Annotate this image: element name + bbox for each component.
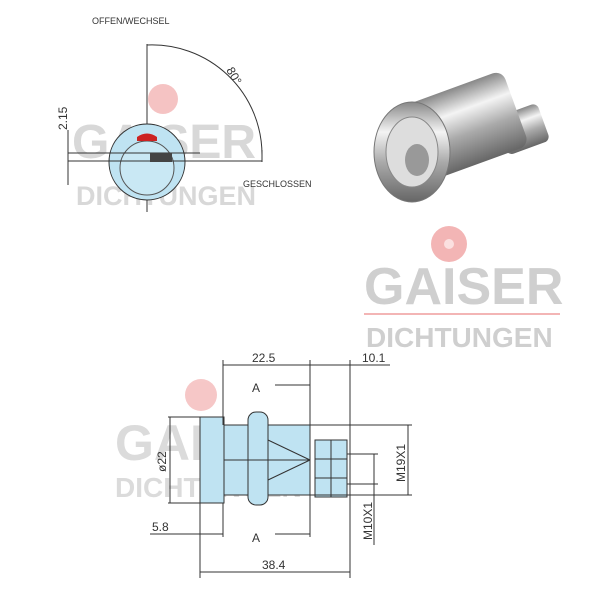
dim-5-8: 5.8 bbox=[152, 520, 169, 534]
offset-label: 2.15 bbox=[56, 106, 70, 130]
product-photo bbox=[373, 72, 549, 203]
thread-m19: M19X1 bbox=[394, 444, 408, 482]
position-indicator bbox=[137, 133, 157, 141]
watermark-center: GAISER DICHTUNGEN bbox=[364, 226, 563, 353]
section-a-bottom: A bbox=[252, 531, 260, 545]
closed-label: GESCHLOSSEN bbox=[243, 179, 312, 189]
thread-m10: M10X1 bbox=[361, 502, 375, 540]
dim-22-5: 22.5 bbox=[252, 351, 276, 365]
svg-text:DICHTUNGEN: DICHTUNGEN bbox=[366, 322, 553, 353]
dim-10-1: 10.1 bbox=[362, 351, 386, 365]
angle-label: 80° bbox=[223, 65, 244, 88]
open-label: OFFEN/WECHSEL bbox=[92, 16, 170, 26]
svg-text:GAISER: GAISER bbox=[364, 258, 563, 316]
diameter-label: ø22 bbox=[155, 451, 169, 472]
section-a-top: A bbox=[252, 381, 260, 395]
dim-38-4: 38.4 bbox=[262, 558, 286, 572]
front-view: OFFEN/WECHSEL GESCHLOSSEN 80° 2.15 bbox=[56, 16, 312, 212]
side-view: GAISER DICHTUNGEN 22.5 bbox=[115, 351, 412, 578]
